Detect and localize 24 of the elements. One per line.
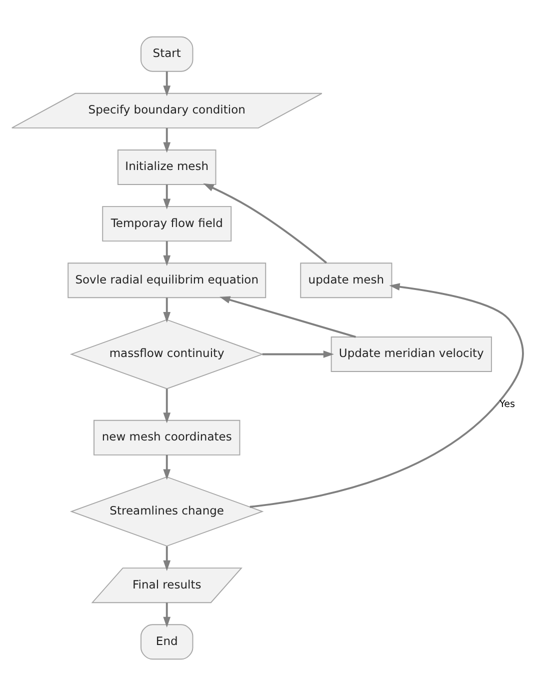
- node-diamond: massflow continuity: [70, 318, 264, 389]
- node-box: Update meridian velocity: [330, 336, 492, 372]
- edge-label: Yes: [500, 398, 516, 410]
- arrow: [163, 70, 171, 96]
- arrow: [250, 282, 524, 508]
- node-box: Temporay flow field: [102, 206, 232, 242]
- arrow: [163, 297, 171, 322]
- arrow: [220, 296, 356, 338]
- arrow: [163, 240, 171, 266]
- arrow: [163, 184, 171, 209]
- arrow: [163, 602, 171, 627]
- arrow: [163, 454, 171, 480]
- node-box: update mesh: [300, 262, 392, 298]
- node-box: Start: [140, 36, 194, 72]
- node-box: new mesh coordinates: [94, 419, 240, 455]
- node-box: Initialize mesh: [117, 149, 216, 184]
- arrow: [163, 546, 171, 570]
- node-box: End: [140, 624, 194, 660]
- arrow: [262, 350, 334, 358]
- node-diamond: Streamlines change: [70, 476, 264, 546]
- node-box: Sovle radial equilibrim equation: [68, 262, 266, 298]
- arrow: [163, 128, 171, 152]
- arrow: [163, 388, 171, 423]
- arrow: [203, 182, 327, 264]
